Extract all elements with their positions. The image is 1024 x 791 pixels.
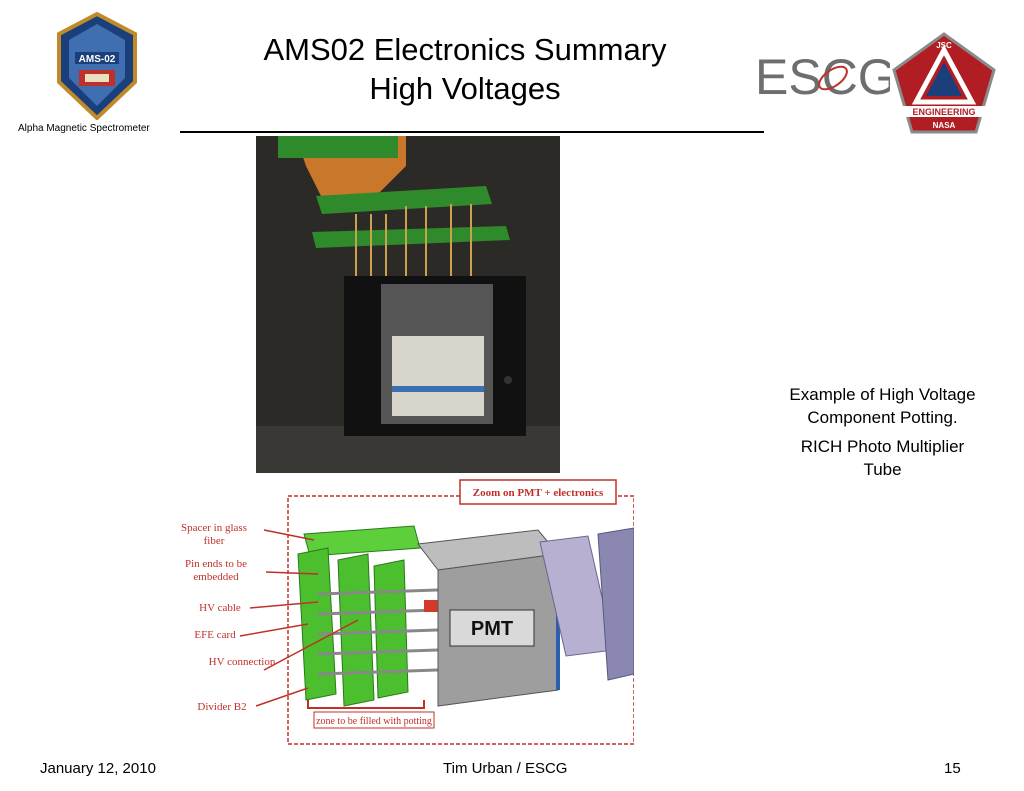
zoom-title: Zoom on PMT + electronics (473, 487, 604, 499)
page-number: 15 (944, 760, 961, 777)
title-line-2: High Voltages (369, 71, 561, 106)
svg-text:ENGINEERING: ENGINEERING (912, 107, 975, 117)
caption-line-1: Example of High Voltage Component Pottin… (789, 385, 976, 427)
escg-logo: ESCG (755, 48, 897, 105)
jsc-engineering-logo: JSC ENGINEERING NASA (892, 32, 996, 136)
title-rule (180, 131, 764, 133)
caption-line-2: RICH Photo Multiplier Tube (800, 437, 965, 479)
diagram-label-hv-cable: HV cable (199, 602, 241, 614)
escg-logo-text: ESCG (755, 49, 890, 103)
pmt-electronics-diagram: Zoom on PMT + electronics PMT zone to be… (168, 474, 635, 746)
diagram-label-pin-ends: Pin ends to be embedded (184, 558, 248, 583)
ams-logo-text: AMS-02 (79, 54, 116, 65)
zone-label: zone to be filled with potting (316, 716, 432, 727)
title-line-1: AMS02 Electronics Summary (263, 32, 667, 67)
page-title: AMS02 Electronics Summary High Voltages (190, 30, 740, 108)
svg-text:JSC: JSC (936, 41, 952, 50)
footer-date: January 12, 2010 (40, 760, 156, 777)
svg-text:NASA: NASA (933, 121, 956, 130)
diagram-label-hv-connection: HV connection (208, 656, 276, 668)
diagram-label-efe-card: EFE card (194, 629, 236, 641)
diagram-label-divider: Divider B2 (197, 701, 247, 713)
org-label: Alpha Magnetic Spectrometer (18, 123, 150, 134)
footer-author: Tim Urban / ESCG (443, 760, 568, 777)
ams-logo: AMS-02 (55, 11, 139, 121)
pmt-photo (256, 136, 560, 473)
photo-caption: Example of High Voltage Component Pottin… (780, 383, 985, 481)
pmt-label: PMT (471, 618, 513, 640)
diagram-label-spacer: Spacer in glass fiber (181, 522, 247, 547)
